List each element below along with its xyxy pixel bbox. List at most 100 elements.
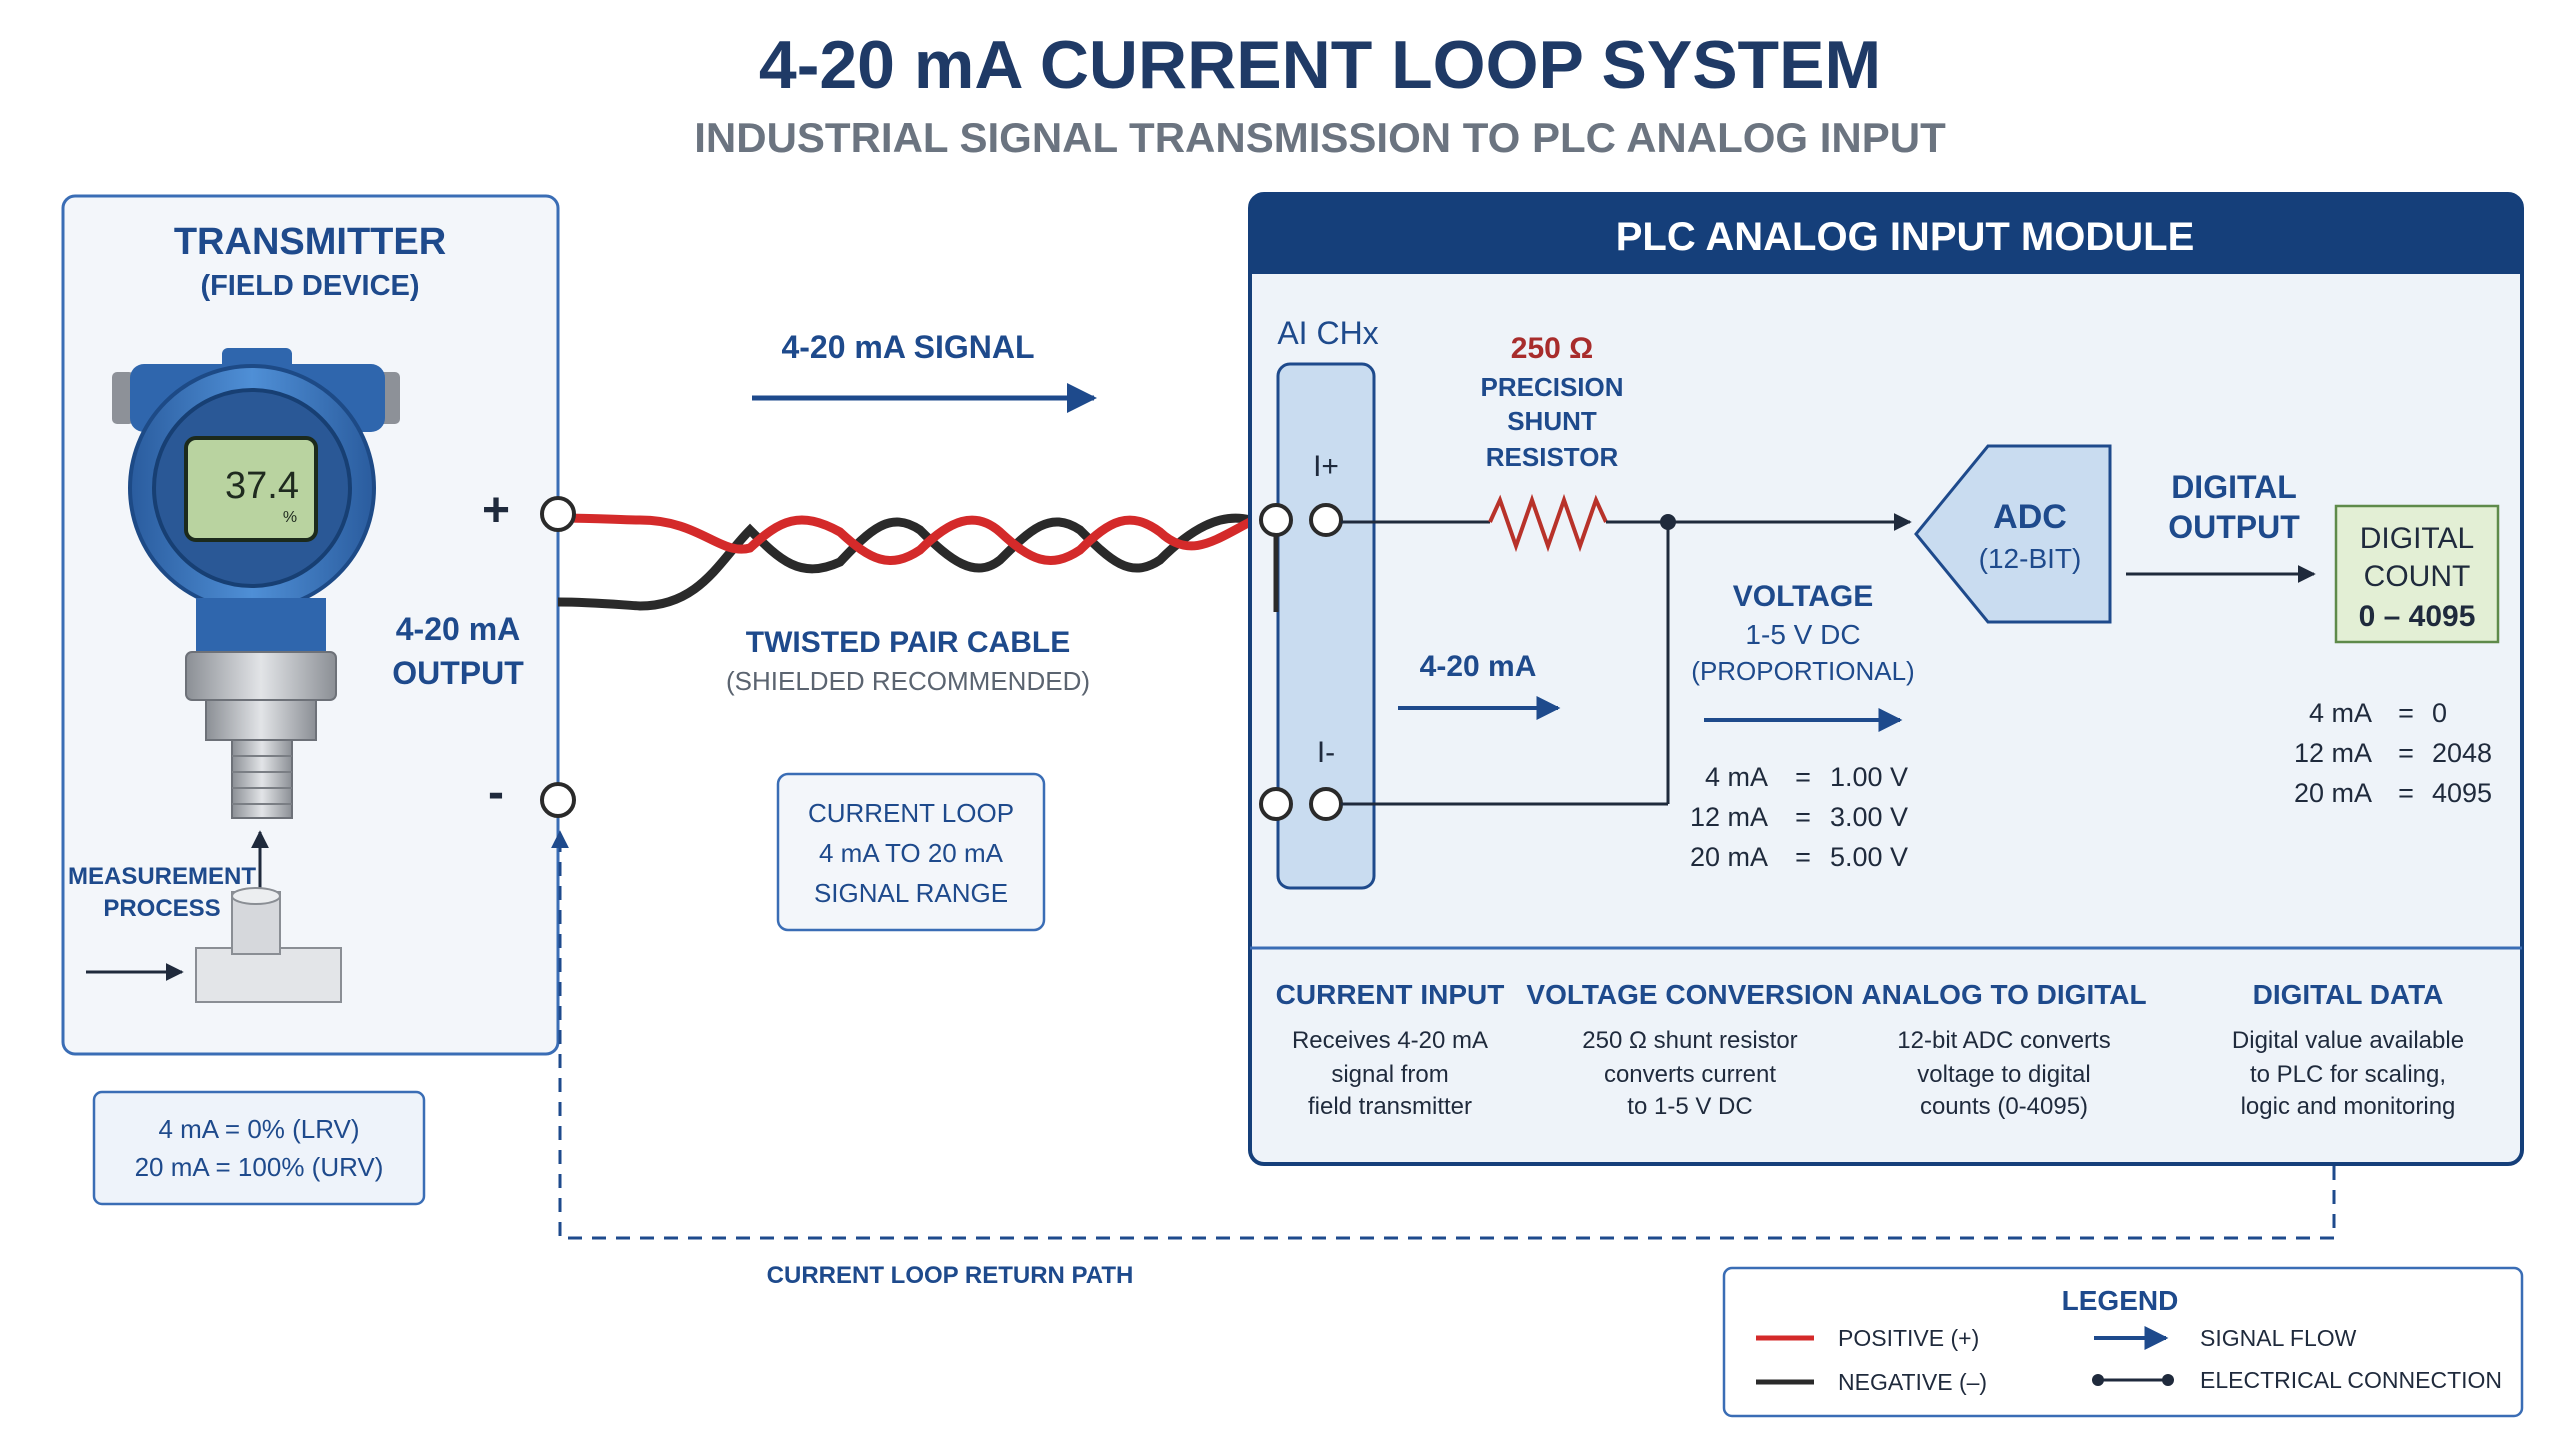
info-column-digital-data: DIGITAL DATA Digital value available to … [2232,979,2464,1120]
info-line: 250 Ω shunt resistor [1582,1027,1797,1054]
count-row-ma: 20 mA [2294,778,2372,808]
info-line: to 1-5 V DC [1627,1093,1752,1120]
legend-electrical-swatch [2092,1374,2174,1386]
page-title: 4-20 mA CURRENT LOOP SYSTEM [759,27,1881,103]
return-path-line [551,830,2336,1240]
lcd-display [184,436,318,542]
range-box [92,1090,426,1206]
minus-sign: - [488,766,504,819]
count-table: 4 mA = 0 12 mA = 2048 20 mA = 4095 [2294,698,2492,808]
transmitter-device-icon: 37.4 % [112,348,400,819]
transmitter-minus-terminal[interactable] [540,782,576,818]
adc-label: ADC [1993,498,2067,536]
plc-plus-terminal-inner[interactable] [1309,503,1343,537]
twisted-pair-cable [557,513,1280,611]
resistor-label-1: PRECISION [1480,372,1623,402]
plc-header-bar [1250,194,2522,274]
plc-current-label: 4-20 mA [1420,650,1537,683]
voltage-row-val: 1.00 V [1830,762,1908,792]
range-line-2: 20 mA = 100% (URV) [135,1152,384,1182]
info-line: Receives 4-20 mA [1292,1027,1488,1054]
transmitter-plus-terminal[interactable] [540,496,576,532]
signal-label: 4-20 mA SIGNAL [781,329,1034,365]
voltage-label-3: (PROPORTIONAL) [1691,656,1914,686]
legend-electrical-label: ELECTRICAL CONNECTION [2200,1367,2502,1393]
info-line: logic and monitoring [2241,1093,2456,1120]
loop-box-line-3: SIGNAL RANGE [814,878,1008,908]
voltage-row-eq: = [1795,762,1811,792]
count-row-val: 4095 [2432,778,2492,808]
count-row-val: 2048 [2432,738,2492,768]
display-unit: % [283,509,297,526]
cable-label: TWISTED PAIR CABLE [746,626,1070,659]
voltage-row-ma: 4 mA [1705,762,1768,792]
info-line: signal from [1331,1061,1448,1088]
info-title: ANALOG TO DIGITAL [1861,979,2146,1010]
info-line: converts current [1604,1061,1776,1088]
loop-box-line-1: CURRENT LOOP [808,798,1014,828]
digital-output-label-1: DIGITAL [2171,469,2297,505]
info-title: CURRENT INPUT [1276,979,1505,1010]
measurement-label-1: MEASUREMENT [68,863,256,890]
info-line: 12-bit ADC converts [1897,1027,2110,1054]
resistor-label-2: SHUNT [1507,406,1597,436]
plc-minus-terminal-inner[interactable] [1309,787,1343,821]
adc-block [1914,444,2112,624]
digital-count-box [2334,504,2500,644]
legend-positive-label: POSITIVE (+) [1838,1325,1979,1351]
page-subtitle: INDUSTRIAL SIGNAL TRANSMISSION TO PLC AN… [694,114,1946,161]
terminal-plus-label: I+ [1313,450,1339,483]
voltage-row-ma: 20 mA [1690,842,1768,872]
digital-count-line-2: COUNT [2364,560,2471,593]
count-row-eq: = [2398,778,2414,808]
loop-box-line-2: 4 mA TO 20 mA [819,838,1004,868]
cable-note: (SHIELDED RECOMMENDED) [726,666,1090,696]
count-row-val: 0 [2432,698,2447,728]
count-row-eq: = [2398,698,2414,728]
count-row-eq: = [2398,738,2414,768]
adc-resolution: (12-BIT) [1979,543,2082,574]
legend-negative-label: NEGATIVE (–) [1838,1369,1987,1395]
digital-count-line-3: 0 – 4095 [2359,600,2476,633]
measurement-label-2: PROCESS [103,895,220,922]
terminal-minus-label: I- [1317,736,1335,769]
voltage-row-eq: = [1795,802,1811,832]
count-row-ma: 4 mA [2309,698,2372,728]
digital-output-label-2: OUTPUT [2168,509,2300,545]
info-line: voltage to digital [1917,1061,2090,1088]
voltage-row-val: 5.00 V [1830,842,1908,872]
info-line: to PLC for scaling, [2250,1061,2446,1088]
legend-signal-flow-label: SIGNAL FLOW [2200,1325,2357,1351]
terminal-block [1276,362,1376,890]
info-line: Digital value available [2232,1027,2464,1054]
plc-minus-terminal-outer[interactable] [1259,787,1293,821]
output-label-1: 4-20 mA [396,611,521,647]
voltage-label-1: VOLTAGE [1733,580,1874,613]
plc-plus-terminal-outer[interactable] [1259,503,1293,537]
shunt-resistor-circuit [1341,493,1912,806]
current-loop-box [776,772,1046,932]
process-pipe-icon [86,887,342,1003]
count-row-ma: 12 mA [2294,738,2372,768]
resistor-value: 250 Ω [1511,332,1593,365]
voltage-row-ma: 12 mA [1690,802,1768,832]
voltage-label-2: 1-5 V DC [1745,619,1860,650]
voltage-table: 4 mA = 1.00 V 12 mA = 3.00 V 20 mA = 5.0… [1690,762,1908,872]
legend-box [1722,1266,2524,1418]
output-label-2: OUTPUT [392,655,524,691]
plc-title: PLC ANALOG INPUT MODULE [1616,215,2195,259]
info-column-voltage-conversion: VOLTAGE CONVERSION 250 Ω shunt resistor … [1526,979,1853,1120]
info-column-analog-to-digital: ANALOG TO DIGITAL 12-bit ADC converts vo… [1861,979,2146,1120]
channel-label: AI CHx [1277,315,1378,351]
info-column-current-input: CURRENT INPUT Receives 4-20 mA signal fr… [1276,979,1505,1120]
info-line: field transmitter [1308,1093,1472,1120]
legend-title: LEGEND [2062,1285,2179,1316]
voltage-row-val: 3.00 V [1830,802,1908,832]
range-line-1: 4 mA = 0% (LRV) [158,1114,359,1144]
info-line: counts (0-4095) [1920,1093,2088,1120]
transmitter-subtitle: (FIELD DEVICE) [200,270,419,302]
digital-count-line-1: DIGITAL [2360,522,2474,555]
info-title: DIGITAL DATA [2253,979,2444,1010]
